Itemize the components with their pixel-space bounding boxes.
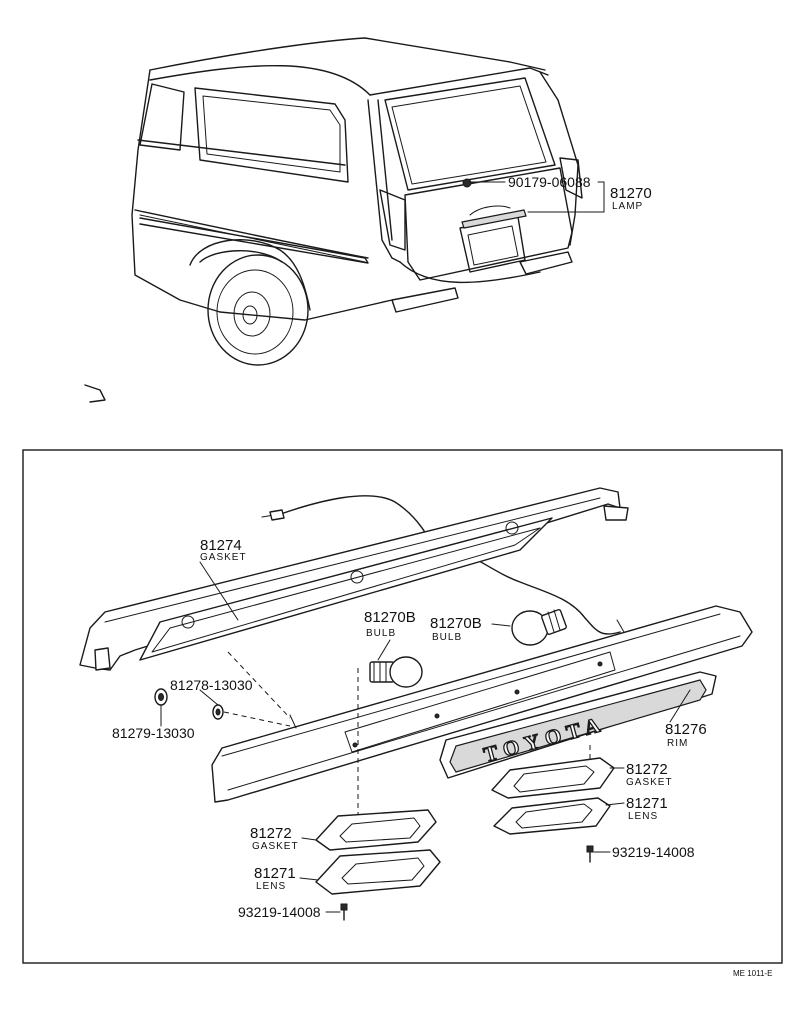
part-number-81271-right: 81271 xyxy=(626,795,668,812)
callout-81270: 81270 LAMP xyxy=(527,181,652,213)
callout-81272-right: 81272 GASKET xyxy=(626,761,673,788)
figure-code: ME 1011-E xyxy=(733,969,772,978)
part-number-81270b-left: 81270B xyxy=(364,609,416,626)
part-number-93219-left: 93219-14008 xyxy=(238,904,321,920)
callout-90179: 90179-06088 xyxy=(470,174,591,190)
gasket-81272-right xyxy=(491,745,625,799)
part-number-81276: 81276 xyxy=(665,721,707,738)
callout-93219-left: 93219-14008 xyxy=(238,904,321,920)
callout-81274: 81274 GASKET xyxy=(199,537,247,621)
part-name-81271-left: LENS xyxy=(256,881,286,892)
callout-81270b-left: 81270B BULB xyxy=(364,609,416,639)
part-number-81272-right: 81272 xyxy=(626,761,668,778)
lens-81271-right xyxy=(493,797,625,835)
rim-81276: TOYOTA xyxy=(439,671,717,779)
part-number-90179: 90179-06088 xyxy=(508,174,591,190)
callout-81276: 81276 RIM xyxy=(665,721,707,749)
hardware-81278-81279 xyxy=(154,651,291,727)
callout-81271-right: 81271 LENS xyxy=(626,795,668,822)
part-number-81271-left: 81271 xyxy=(254,865,296,882)
part-name-81271-right: LENS xyxy=(628,811,658,822)
lamp-housing-81270 xyxy=(211,605,753,803)
part-name-81272-right: GASKET xyxy=(626,777,673,788)
callout-81279: 81279-13030 xyxy=(112,725,195,741)
vehicle-rear-view xyxy=(84,37,583,403)
part-number-93219-right: 93219-14008 xyxy=(612,844,695,860)
gasket-81272-left xyxy=(301,809,437,851)
part-number-81278: 81278-13030 xyxy=(170,677,253,693)
part-name-81270: LAMP xyxy=(612,201,643,212)
exploded-view-frame xyxy=(22,449,783,964)
screw-93219-right xyxy=(586,845,611,863)
gasket-81274 xyxy=(79,487,629,671)
callout-81278: 81278-13030 xyxy=(170,677,253,693)
part-number-81279: 81279-13030 xyxy=(112,725,195,741)
callout-93219-right: 93219-14008 xyxy=(612,844,695,860)
bulb-right xyxy=(491,609,567,646)
part-number-81270: 81270 xyxy=(610,185,652,202)
part-name-81270b-left: BULB xyxy=(366,628,396,639)
lens-81271-left xyxy=(299,849,441,895)
screw-93219-left xyxy=(325,903,348,921)
bulb-left xyxy=(357,639,423,830)
part-number-81272-left: 81272 xyxy=(250,825,292,842)
part-name-81272-left: GASKET xyxy=(252,841,299,852)
callout-81272-left: 81272 GASKET xyxy=(250,825,299,852)
callout-81271-left: 81271 LENS xyxy=(254,865,296,892)
part-name-81274: GASKET xyxy=(200,552,247,563)
callout-81270b-right: 81270B BULB xyxy=(430,615,482,643)
part-name-81270b-right: BULB xyxy=(432,632,462,643)
part-number-81270b-right: 81270B xyxy=(430,615,482,632)
part-number-81274: 81274 xyxy=(200,537,242,554)
part-name-81276: RIM xyxy=(667,738,688,749)
